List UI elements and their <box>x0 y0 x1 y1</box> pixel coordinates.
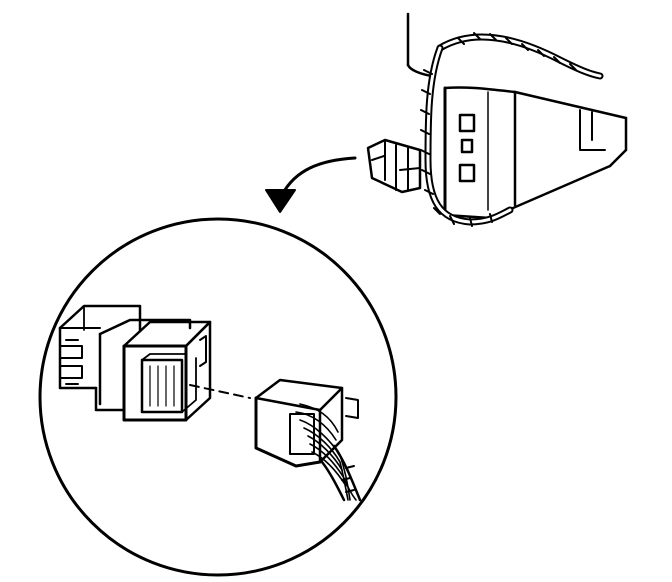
wiring-harness <box>420 32 604 227</box>
connector-on-module <box>366 138 422 194</box>
female-connector <box>58 304 212 422</box>
detail-circle <box>38 217 398 577</box>
connector-wires <box>295 403 362 502</box>
alignment-line <box>189 384 251 399</box>
detail-arrow <box>265 156 357 213</box>
